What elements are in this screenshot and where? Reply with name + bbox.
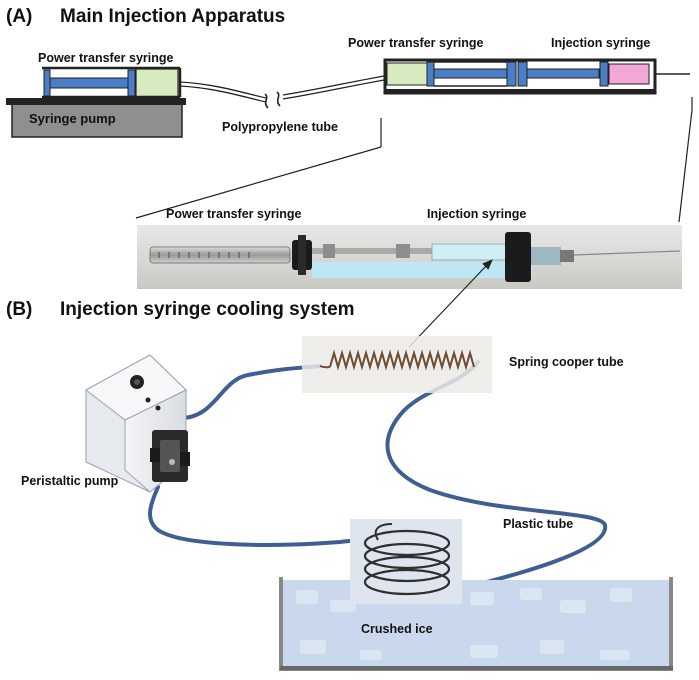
ice-container (279, 577, 673, 671)
label-left-power-transfer-syringe: Power transfer syringe (38, 51, 174, 65)
polypropylene-tube (179, 75, 385, 109)
panel-a-title: Main Injection Apparatus (60, 6, 286, 27)
left-power-transfer-syringe (42, 66, 182, 99)
panel-a-letter: (A) (6, 6, 33, 27)
syringe-pump (6, 98, 186, 138)
label-photo-injection-syringe: Injection syringe (427, 207, 527, 221)
right-syringe-assembly (383, 58, 690, 95)
panel-b-letter: (B) (6, 299, 33, 320)
label-syringe-pump: Syringe pump (29, 111, 116, 126)
syringe-apparatus-photo (137, 225, 682, 289)
label-plastic-tube: Plastic tube (503, 517, 574, 531)
zoom-lines (135, 97, 693, 223)
peristaltic-pump (85, 354, 190, 493)
label-photo-power-transfer-syringe: Power transfer syringe (166, 207, 302, 221)
label-spring-cooper-tube: Spring cooper tube (509, 355, 624, 369)
label-crushed-ice: Crushed ice (361, 622, 433, 636)
label-right-power-transfer-syringe: Power transfer syringe (348, 36, 484, 50)
label-right-injection-syringe: Injection syringe (551, 36, 651, 50)
arrow-to-spring (408, 259, 493, 348)
coil-in-ice (350, 519, 462, 604)
label-peristaltic-pump: Peristaltic pump (21, 474, 119, 488)
label-polypropylene-tube: Polypropylene tube (222, 120, 338, 134)
panel-b-title: Injection syringe cooling system (60, 299, 355, 320)
spring-copper-tube (302, 336, 492, 393)
